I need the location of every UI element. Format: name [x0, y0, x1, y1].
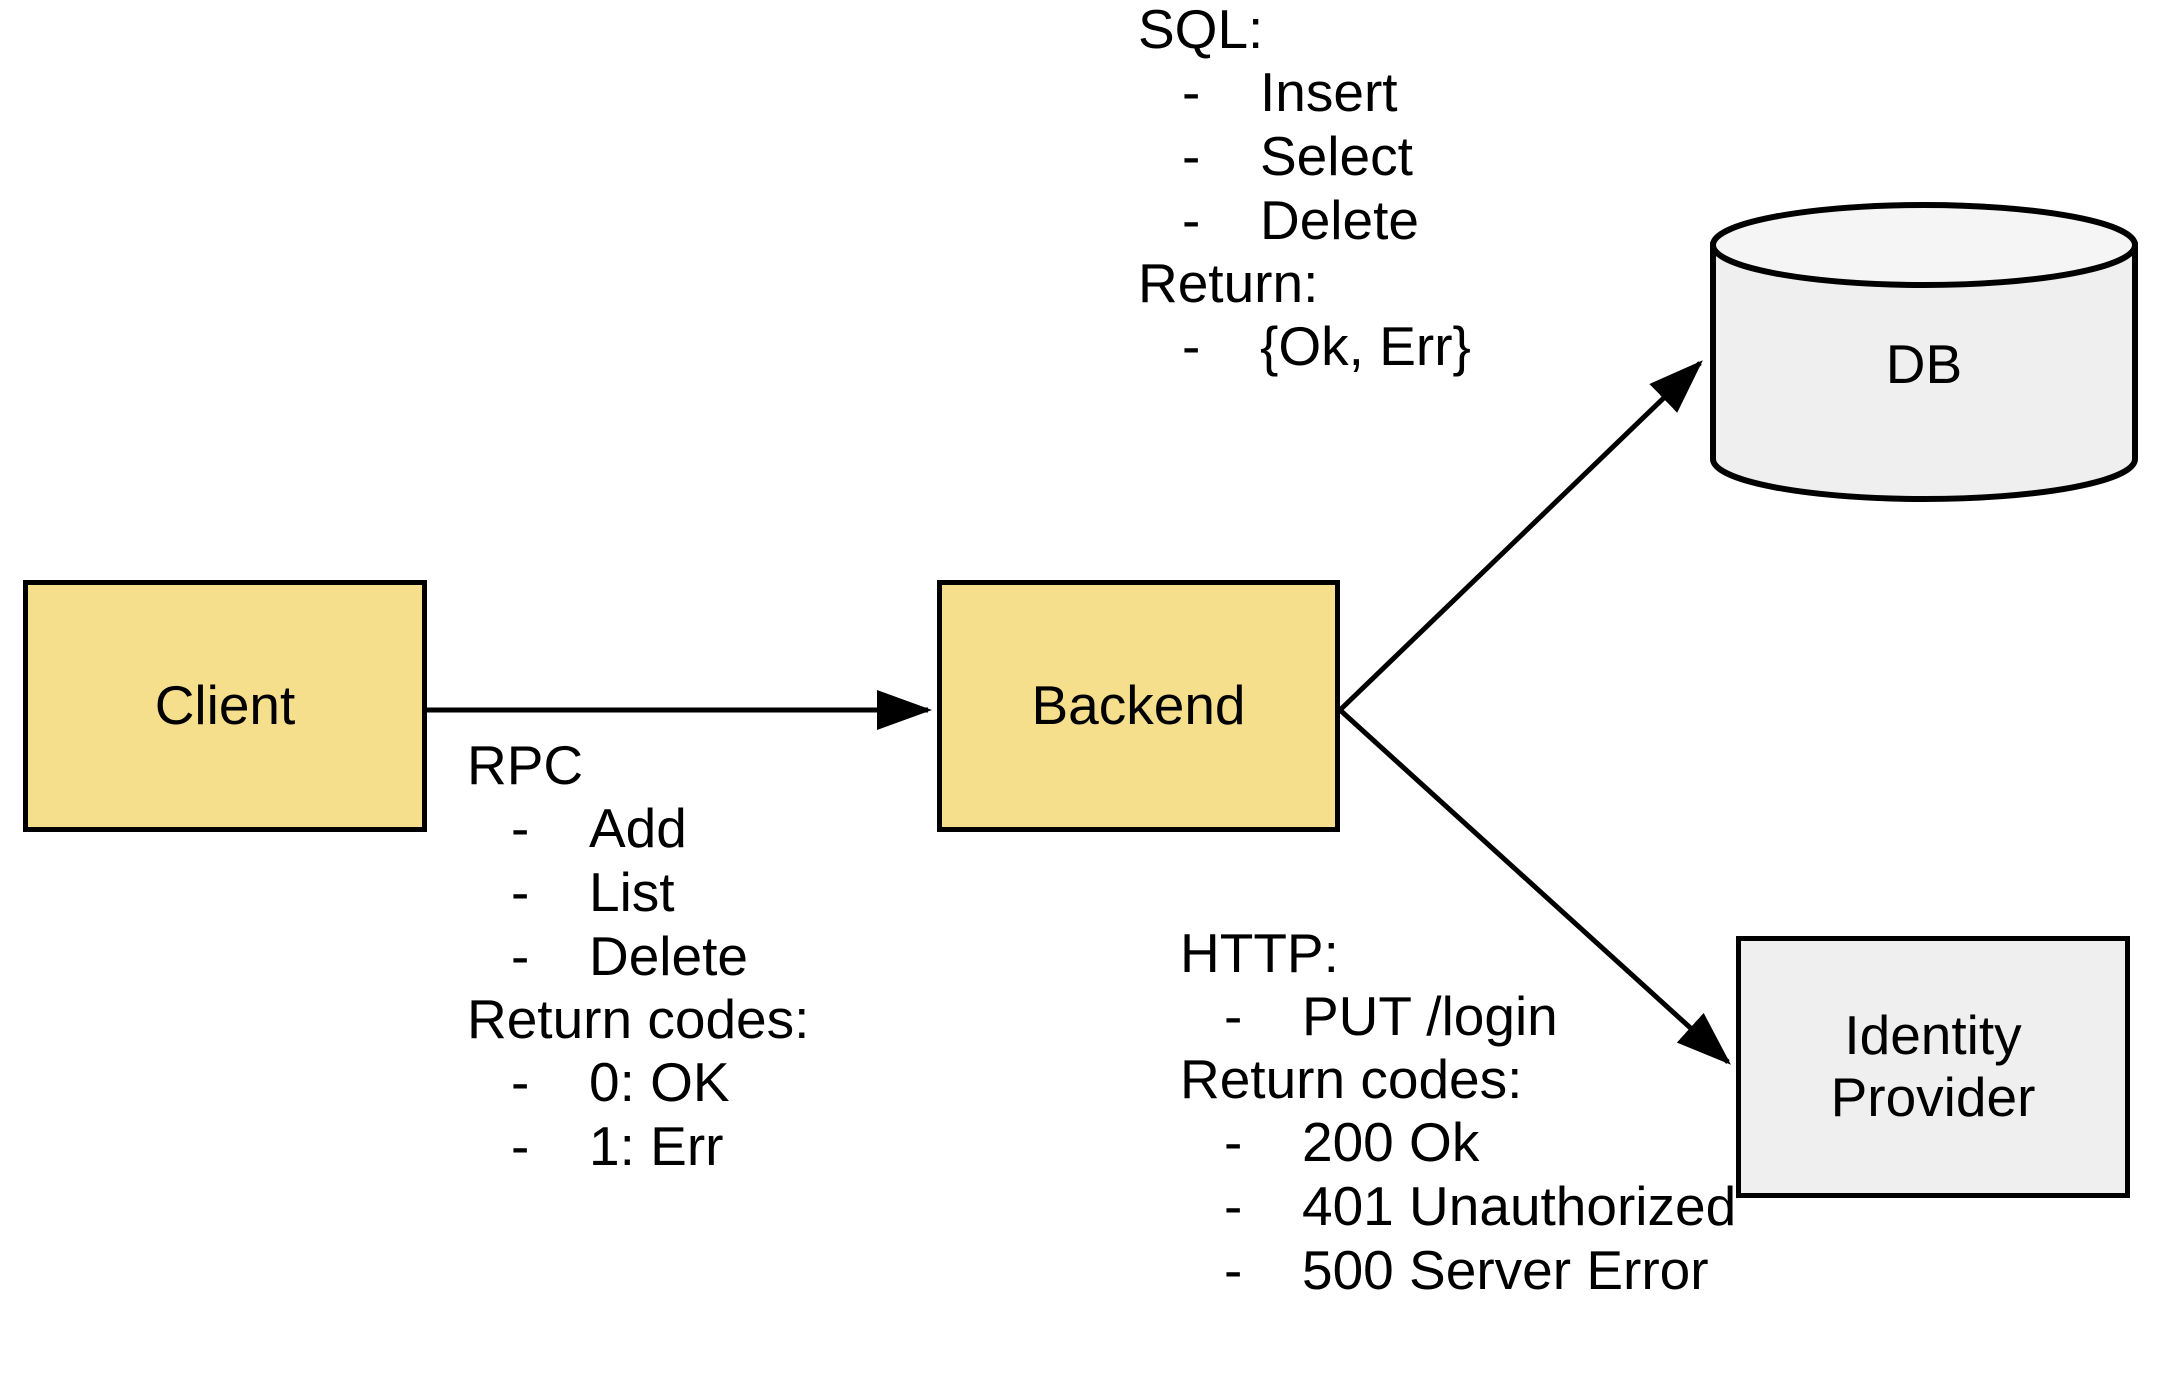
- node-idp-label-line1: Identity: [1844, 1004, 2022, 1067]
- node-backend[interactable]: Backend: [937, 580, 1340, 832]
- list-item-label: 500 Server Error: [1302, 1239, 1709, 1301]
- annotation-http-return-header: Return codes:: [1180, 1048, 1523, 1110]
- annotation-http-header: HTTP:: [1180, 922, 1339, 984]
- bullet-dash: -: [511, 861, 530, 923]
- annotation-http-list: -PUT /login: [1180, 986, 1736, 1050]
- bullet-dash: -: [1224, 985, 1243, 1047]
- bullet-dash: -: [1182, 315, 1201, 377]
- annotation-rpc-header: RPC: [467, 734, 584, 796]
- bullet-dash: -: [1182, 125, 1201, 187]
- node-idp-label-line2: Provider: [1830, 1066, 2036, 1128]
- list-item: -200 Ok: [1180, 1112, 1736, 1176]
- node-client[interactable]: Client: [23, 580, 427, 832]
- list-item-label: Select: [1260, 125, 1413, 187]
- database-cylinder-icon: [1710, 202, 2138, 502]
- annotation-http-return-list: -200 Ok -401 Unauthorized -500 Server Er…: [1180, 1112, 1736, 1304]
- bullet-dash: -: [1182, 189, 1201, 251]
- node-db-label: DB: [1885, 333, 1963, 396]
- node-client-label: Client: [154, 674, 296, 737]
- list-item: -500 Server Error: [1180, 1240, 1736, 1304]
- list-item-label: 200 Ok: [1302, 1111, 1480, 1173]
- annotation-http: HTTP: -PUT /login Return codes: -200 Ok …: [1180, 924, 1736, 1304]
- annotation-sql-return-header: Return:: [1138, 252, 1319, 314]
- list-item-label: Insert: [1260, 61, 1398, 123]
- node-identity-provider[interactable]: Identity Provider: [1736, 936, 2130, 1198]
- list-item: -Add: [467, 798, 809, 862]
- annotation-rpc-list: -Add -List -Delete: [467, 798, 809, 990]
- list-item: -PUT /login: [1180, 986, 1736, 1050]
- list-item: -List: [467, 862, 809, 926]
- node-db[interactable]: DB: [1708, 202, 2140, 502]
- bullet-dash: -: [511, 1051, 530, 1113]
- list-item: -Insert: [1138, 62, 1471, 126]
- list-item-label: Add: [589, 797, 687, 859]
- list-item: -0: OK: [467, 1052, 809, 1116]
- list-item-label: List: [589, 861, 675, 923]
- list-item-label: 401 Unauthorized: [1302, 1175, 1737, 1237]
- annotation-sql-list: -Insert -Select -Delete: [1138, 62, 1471, 254]
- list-item: -Delete: [1138, 190, 1471, 254]
- list-item: -Select: [1138, 126, 1471, 190]
- bullet-dash: -: [511, 797, 530, 859]
- bullet-dash: -: [511, 1115, 530, 1177]
- list-item: -401 Unauthorized: [1180, 1176, 1736, 1240]
- annotation-rpc-return-list: -0: OK -1: Err: [467, 1052, 809, 1180]
- list-item: -Delete: [467, 926, 809, 990]
- list-item-label: 0: OK: [589, 1051, 730, 1113]
- bullet-dash: -: [1224, 1175, 1243, 1237]
- annotation-rpc-return-header: Return codes:: [467, 988, 810, 1050]
- edge-backend-to-db: [1338, 360, 1703, 712]
- annotation-rpc: RPC -Add -List -Delete Return codes: -0:…: [467, 736, 809, 1180]
- bullet-dash: -: [511, 925, 530, 987]
- list-item-label: {Ok, Err}: [1260, 315, 1471, 377]
- list-item: -{Ok, Err}: [1138, 316, 1471, 380]
- annotation-sql: SQL: -Insert -Select -Delete Return: -{O…: [1138, 0, 1471, 380]
- bullet-dash: -: [1182, 61, 1201, 123]
- list-item: -1: Err: [467, 1116, 809, 1180]
- list-item-label: 1: Err: [589, 1115, 724, 1177]
- node-backend-label: Backend: [1031, 674, 1246, 737]
- annotation-sql-return-list: -{Ok, Err}: [1138, 316, 1471, 380]
- list-item-label: Delete: [589, 925, 748, 987]
- bullet-dash: -: [1224, 1239, 1243, 1301]
- list-item-label: Delete: [1260, 189, 1419, 251]
- node-identity-provider-label: Identity Provider: [1831, 1005, 2036, 1128]
- annotation-sql-header: SQL:: [1138, 0, 1264, 60]
- list-item-label: PUT /login: [1302, 985, 1558, 1047]
- bullet-dash: -: [1224, 1111, 1243, 1173]
